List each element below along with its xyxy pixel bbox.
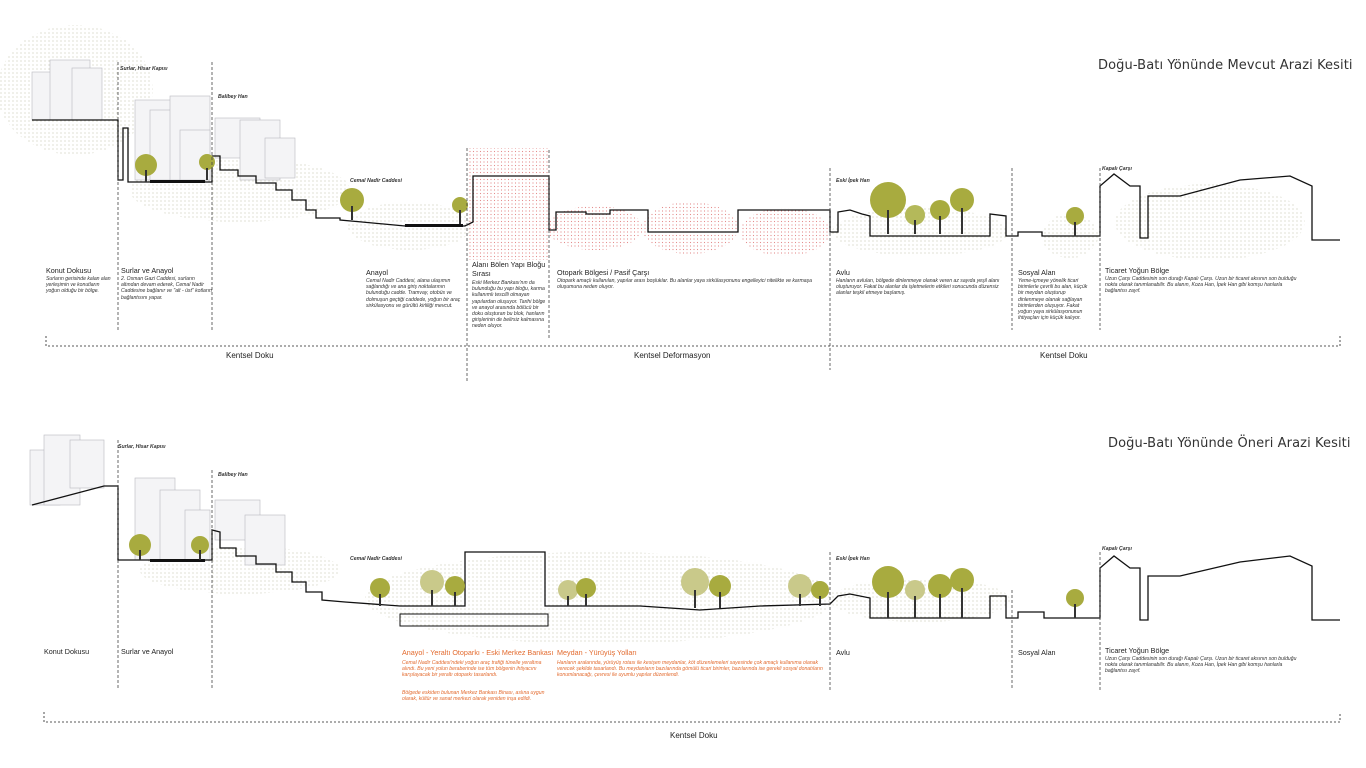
place-label: Surlar, Hisar Kapısı — [118, 444, 166, 450]
band-bracket — [45, 336, 1341, 347]
zone-text: Uzun Çarşı Caddesinin son durağı Kapalı … — [1105, 656, 1297, 675]
tree-group — [129, 534, 1084, 618]
deformation-area — [467, 148, 549, 260]
zone-title: Anayol - Yeraltı Otoparkı - Eski Merkez … — [402, 648, 554, 657]
dot-area — [365, 552, 835, 644]
background-buildings — [29, 434, 286, 566]
existing-section — [0, 25, 1341, 382]
deformation-area — [740, 208, 830, 256]
zone-dividers — [117, 440, 1101, 690]
zone-title: Sosyal Alan — [1018, 268, 1056, 277]
place-label: Kapalı Çarşı — [1102, 546, 1132, 552]
zone-title: Konut Dokusu — [44, 647, 90, 656]
place-label: Cemal Nadir Caddesi — [350, 556, 402, 562]
zone-dividers — [117, 62, 1101, 382]
deformation-area — [642, 202, 738, 254]
dot-area — [832, 208, 1008, 256]
zone-text: Yeme-içmeye yönelik ticari birimlerle çe… — [1018, 278, 1088, 322]
section-title: Doğu-Batı Yönünde Öneri Arazi Kesiti — [1108, 436, 1351, 451]
zone-title: Alanı Bölen Yapı Bloğu Sırası — [472, 260, 546, 278]
underground-parking — [399, 613, 549, 627]
band-label: Kentsel Deformasyon — [634, 351, 711, 360]
deformation-area — [547, 206, 643, 250]
zone-title: Surlar ve Anayol — [121, 647, 174, 656]
road-slab — [150, 180, 205, 183]
section-title: Doğu-Batı Yönünde Mevcut Arazi Kesiti — [1098, 58, 1353, 73]
band-bracket — [43, 712, 1341, 723]
zone-text: Eski Merkez Bankası'nın da bulunduğu bu … — [472, 280, 546, 330]
band-label: Kentsel Doku — [1040, 351, 1088, 360]
proposed-section — [29, 434, 1341, 723]
zone-title: Sosyal Alan — [1018, 648, 1056, 657]
place-label: Cemal Nadir Caddesi — [350, 178, 402, 184]
zone-title: Avlu — [836, 648, 850, 657]
zone-text: Otopark amaçlı kullanılan, yapılar arası… — [557, 278, 812, 291]
zone-text: Cemal Nadir Caddesi'ndeki yoğun araç tra… — [402, 660, 542, 679]
road-slab — [405, 224, 463, 227]
zone-text: Uzun Çarşı Caddesinin son durağı Kapalı … — [1105, 276, 1297, 295]
zone-title: Avlu — [836, 268, 850, 277]
zone-title: Ticaret Yoğun Bölge — [1105, 266, 1170, 275]
place-label: Surlar, Hisar Kapısı — [120, 66, 168, 72]
place-label: Balibey Han — [218, 472, 248, 478]
zone-text: Hanların avluları, bölgede dinlenmeye ol… — [836, 278, 1000, 297]
background-buildings — [31, 59, 296, 181]
road-slab — [150, 559, 205, 562]
band-label: Kentsel Doku — [670, 731, 718, 740]
zone-title: Konut Dokusu — [46, 266, 92, 275]
zone-title: Otopark Bölgesi / Pasif Çarşı — [557, 268, 650, 277]
place-label: Eski İpek Han — [836, 556, 870, 562]
existing-terrain-line — [32, 119, 1340, 241]
zone-text: Cemal Nadir Caddesi, alana ulaşımın sağl… — [366, 278, 461, 309]
place-label: Balibey Han — [218, 94, 248, 100]
band-label: Kentsel Doku — [226, 351, 274, 360]
place-label: Kapalı Çarşı — [1102, 166, 1132, 172]
zone-title: Meydan - Yürüyüş Yolları — [557, 648, 637, 657]
zone-text: 2. Osman Gazi Caddesi, surların altından… — [121, 276, 212, 301]
zone-text: Bölgede eskiden bulunan Merkez Bankası B… — [402, 690, 545, 703]
zone-text: Hanların aralarında, yürüyüş rotası ile … — [557, 660, 823, 679]
zone-title: Ticaret Yoğun Bölge — [1105, 646, 1170, 655]
zone-title: Surlar ve Anayol — [121, 266, 174, 275]
place-label: Eski İpek Han — [836, 178, 870, 184]
tree-group — [135, 154, 1084, 236]
dot-area — [1115, 184, 1305, 260]
zone-text: Surların gerisinde kalan alan yerleşimin… — [46, 276, 111, 295]
proposed-terrain-line — [31, 485, 1340, 621]
zone-title: Anayol — [366, 268, 388, 277]
